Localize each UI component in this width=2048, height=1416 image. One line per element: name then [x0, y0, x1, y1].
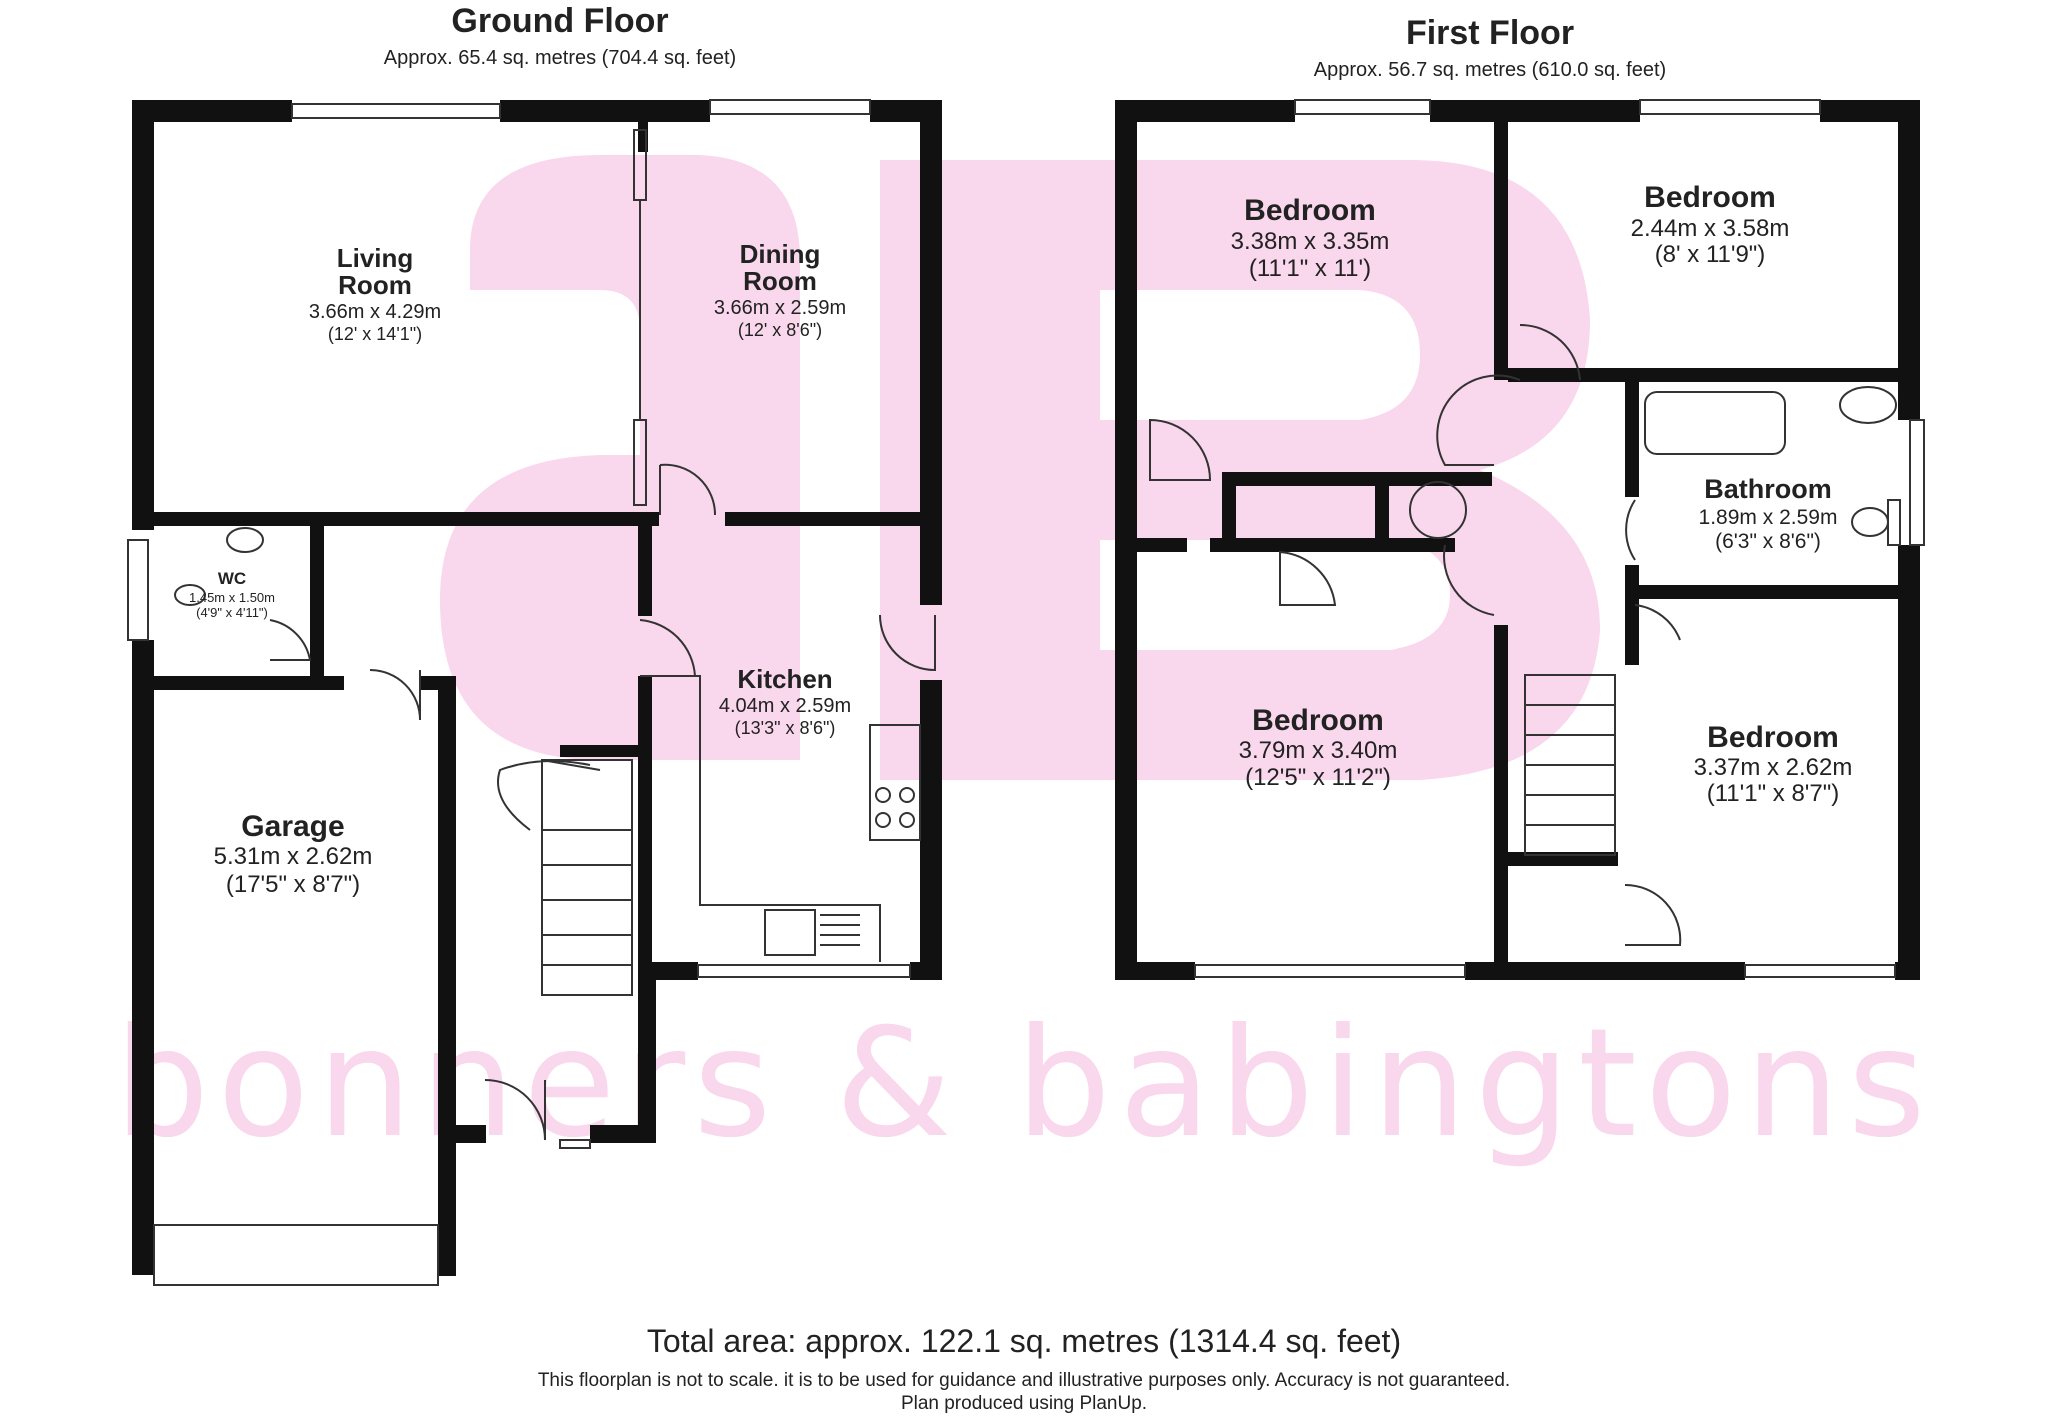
svg-text:3.66m x 4.29m: 3.66m x 4.29m	[309, 301, 441, 323]
disclaimer: This floorplan is not to scale. it is to…	[538, 1370, 1510, 1391]
ground-floor-walls	[132, 100, 942, 1276]
first-floor-walls	[1115, 100, 1920, 980]
dining-room-label: Dining Room 3.66m x 2.59m (12' x 8'6")	[714, 239, 846, 340]
svg-text:5.31m x 2.62m: 5.31m x 2.62m	[214, 843, 373, 870]
svg-text:1.45m x 1.50m: 1.45m x 1.50m	[189, 590, 275, 605]
svg-text:Garage: Garage	[241, 810, 344, 843]
svg-text:(4'9" x 4'11"): (4'9" x 4'11")	[196, 605, 268, 620]
svg-text:Room: Room	[338, 270, 412, 300]
bedroom4-window	[1744, 964, 1896, 978]
svg-text:(11'1" x 11'): (11'1" x 11')	[1249, 255, 1371, 282]
wc-label: WC 1.45m x 1.50m (4'9" x 4'11")	[189, 569, 275, 620]
garage-door	[153, 1224, 439, 1286]
svg-text:3.37m x 2.62m: 3.37m x 2.62m	[1694, 754, 1853, 781]
svg-text:(12' x 14'1"): (12' x 14'1")	[328, 324, 422, 344]
svg-text:Bedroom: Bedroom	[1707, 721, 1839, 754]
kitchen-label: Kitchen 4.04m x 2.59m (13'3" x 8'6")	[719, 664, 851, 738]
planup-credit: Plan produced using PlanUp.	[901, 1393, 1147, 1414]
svg-text:Kitchen: Kitchen	[737, 664, 832, 694]
svg-text:(11'1" x 8'7"): (11'1" x 8'7")	[1707, 780, 1839, 807]
svg-text:(8' x 11'9"): (8' x 11'9")	[1655, 241, 1766, 268]
svg-text:Bedroom: Bedroom	[1644, 181, 1776, 214]
svg-text:2.44m x 3.58m: 2.44m x 3.58m	[1631, 215, 1790, 242]
svg-text:(17'5" x 8'7"): (17'5" x 8'7")	[226, 871, 360, 898]
garage-label: Garage 5.31m x 2.62m (17'5" x 8'7")	[214, 810, 373, 898]
svg-text:(12' x 8'6"): (12' x 8'6")	[738, 320, 822, 340]
svg-text:Bedroom: Bedroom	[1252, 704, 1384, 737]
dining-window	[709, 99, 871, 115]
total-area: Total area: approx. 122.1 sq. metres (13…	[647, 1323, 1401, 1359]
bathroom-label: Bathroom 1.89m x 2.59m (6'3" x 8'6")	[1699, 474, 1838, 553]
kitchen-window	[697, 964, 911, 978]
svg-text:1.89m x 2.59m: 1.89m x 2.59m	[1699, 506, 1838, 529]
patio-window	[291, 103, 501, 119]
bedroom4-label: Bedroom 3.37m x 2.62m (11'1" x 8'7")	[1694, 721, 1853, 807]
ground-floor-fixtures	[127, 99, 936, 1286]
bedroom3-label: Bedroom 3.79m x 3.40m (12'5" x 11'2")	[1239, 704, 1398, 791]
svg-text:4.04m x 2.59m: 4.04m x 2.59m	[719, 695, 851, 717]
svg-text:(6'3" x 8'6"): (6'3" x 8'6")	[1715, 530, 1821, 553]
svg-text:WC: WC	[218, 569, 246, 588]
first-floor-fixtures	[1149, 99, 1925, 978]
bedroom2-window	[1639, 99, 1821, 115]
svg-text:Bedroom: Bedroom	[1244, 194, 1376, 227]
bedroom1-window	[1294, 99, 1431, 115]
living-room-label: Living Room 3.66m x 4.29m (12' x 14'1")	[309, 243, 441, 344]
ground-floor-area: Approx. 65.4 sq. metres (704.4 sq. feet)	[384, 47, 736, 69]
front-window	[559, 1139, 591, 1149]
wc-window	[127, 539, 149, 641]
bedroom2-label: Bedroom 2.44m x 3.58m (8' x 11'9")	[1631, 181, 1790, 268]
watermark-logo	[440, 155, 1600, 780]
svg-text:3.66m x 2.59m: 3.66m x 2.59m	[714, 297, 846, 319]
bathroom-window	[1909, 419, 1925, 546]
svg-text:Bathroom: Bathroom	[1704, 474, 1832, 504]
first-floor-area: Approx. 56.7 sq. metres (610.0 sq. feet)	[1314, 59, 1666, 81]
svg-text:(12'5" x 11'2"): (12'5" x 11'2")	[1245, 764, 1391, 791]
watermark-text: bonners & babingtons	[114, 997, 1934, 1171]
svg-text:(13'3" x 8'6"): (13'3" x 8'6")	[735, 718, 836, 738]
bedroom3-window	[1194, 964, 1466, 978]
svg-text:Dining: Dining	[740, 239, 821, 269]
svg-text:3.38m x 3.35m: 3.38m x 3.35m	[1231, 228, 1390, 255]
svg-text:Room: Room	[743, 266, 817, 296]
svg-text:Living: Living	[337, 243, 414, 273]
svg-text:3.79m x 3.40m: 3.79m x 3.40m	[1239, 737, 1398, 764]
ground-floor-title: Ground Floor	[451, 2, 668, 40]
bedroom1-label: Bedroom 3.38m x 3.35m (11'1" x 11')	[1231, 194, 1390, 282]
first-floor-title: First Floor	[1406, 14, 1574, 52]
